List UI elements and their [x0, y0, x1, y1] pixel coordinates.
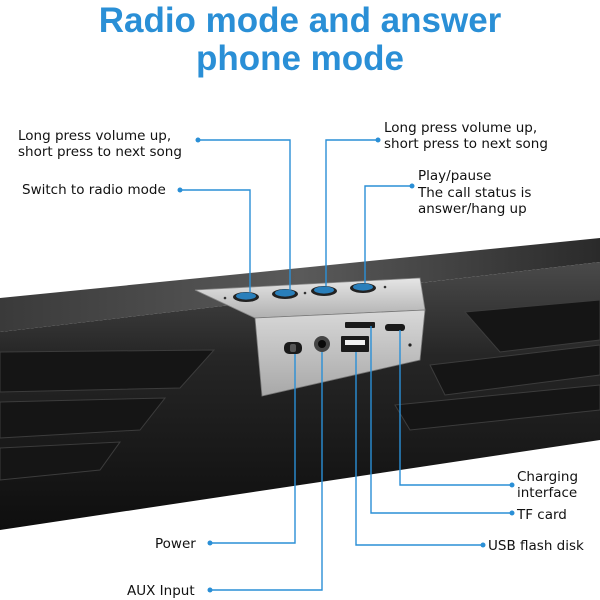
callout-tf-card: TF card [517, 507, 567, 523]
callout-play-pause-line3: answer/hang up [418, 201, 527, 217]
front-ports [284, 322, 412, 354]
control-panel-front [254, 309, 426, 397]
callout-vol-up-right-line1: Long press volume up, [384, 120, 538, 136]
callout-charging-line1: Charging [517, 469, 579, 485]
callout-charging-line2: interface [517, 485, 578, 501]
callout-vol-up-left-line2: short press to next song [18, 144, 182, 160]
callout-usb: USB flash disk [488, 538, 584, 554]
callout-radio-mode: Switch to radio mode [22, 182, 166, 198]
title-line-1: Radio mode and answer [98, 1, 502, 40]
callout-play-pause-line2: The call status is [418, 185, 532, 201]
callout-vol-up-left-line1: Long press volume up, [18, 128, 172, 144]
leader-dots [177, 137, 515, 593]
callout-vol-up-right-line2: short press to next song [384, 136, 548, 152]
title-line-2: phone mode [195, 39, 405, 78]
soundbar-front [0, 262, 600, 530]
top-buttons [223, 283, 387, 302]
callout-play-pause-line1: Play/pause [418, 168, 492, 184]
callout-aux: AUX Input [127, 583, 195, 599]
callout-power: Power [155, 536, 196, 552]
leader-lines [180, 139, 512, 591]
